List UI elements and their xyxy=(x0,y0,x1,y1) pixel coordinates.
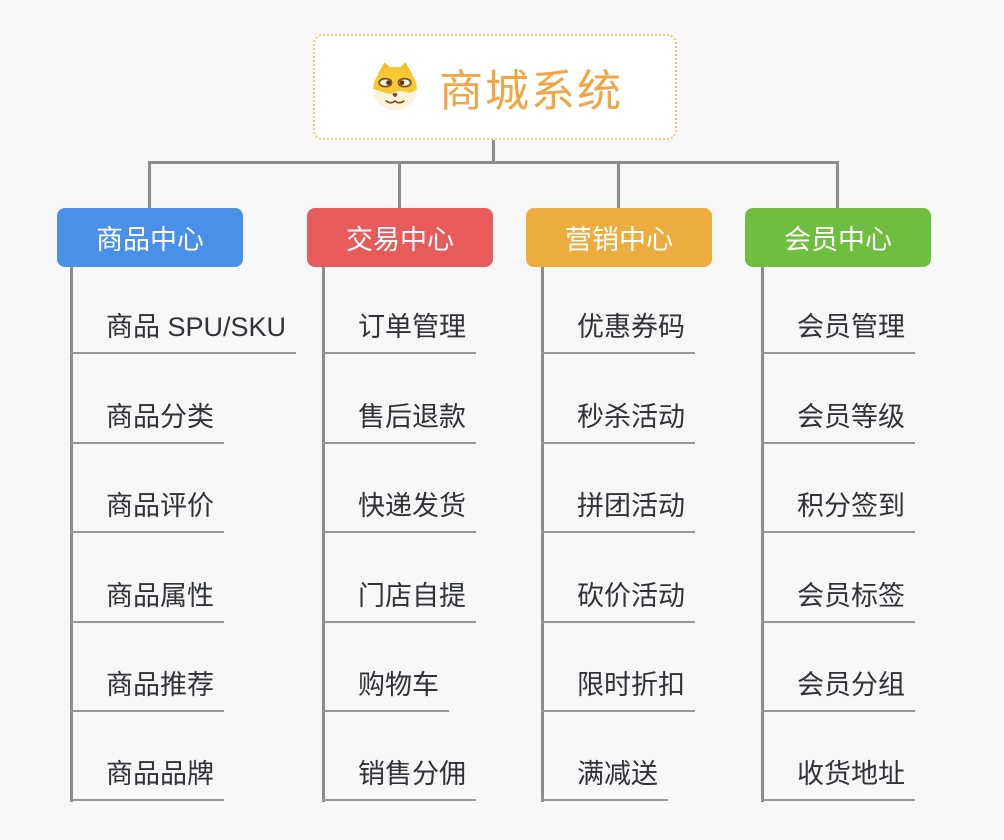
subtopic[interactable]: 商品 SPU/SKU xyxy=(70,305,297,354)
subtopic[interactable]: 满减送 xyxy=(541,752,668,801)
branch-label: 交易中心 xyxy=(346,225,454,255)
root-topic[interactable]: 商城系统 xyxy=(313,34,677,140)
connector-stub-branch-3 xyxy=(617,161,620,209)
doge-icon xyxy=(373,62,417,111)
branch-label: 会员中心 xyxy=(784,225,892,255)
subtopic[interactable]: 销售分佣 xyxy=(322,752,476,801)
connector-trunk-branch-4 xyxy=(761,267,764,802)
connector-trunk-branch-2 xyxy=(322,267,325,802)
subtopic[interactable]: 快递发货 xyxy=(322,484,476,533)
branch-trade-center[interactable]: 交易中心 xyxy=(307,208,493,267)
connector-trunk-branch-1 xyxy=(70,267,73,802)
subtopic[interactable]: 商品品牌 xyxy=(70,752,224,801)
subtopic[interactable]: 售后退款 xyxy=(322,395,476,444)
root-topic-title: 商城系统 xyxy=(439,67,623,116)
branch-label: 营销中心 xyxy=(565,225,673,255)
branch-marketing-center[interactable]: 营销中心 xyxy=(526,208,712,267)
branch-member-center[interactable]: 会员中心 xyxy=(745,208,931,267)
branch-label: 商品中心 xyxy=(96,225,204,255)
subtopic[interactable]: 订单管理 xyxy=(322,305,476,354)
subtopic[interactable]: 优惠券码 xyxy=(541,305,695,354)
subtopic[interactable]: 商品属性 xyxy=(70,574,224,623)
connector-bus xyxy=(148,161,839,164)
subtopic[interactable]: 积分签到 xyxy=(761,484,915,533)
subtopic[interactable]: 商品分类 xyxy=(70,395,224,444)
subtopic[interactable]: 会员分组 xyxy=(761,663,915,712)
subtopic[interactable]: 会员等级 xyxy=(761,395,915,444)
subtopic[interactable]: 限时折扣 xyxy=(541,663,695,712)
branch-product-center[interactable]: 商品中心 xyxy=(57,208,243,267)
subtopic[interactable]: 会员标签 xyxy=(761,574,915,623)
subtopic[interactable]: 收货地址 xyxy=(761,752,915,801)
subtopic[interactable]: 门店自提 xyxy=(322,574,476,623)
connector-stub-branch-4 xyxy=(836,161,839,209)
subtopic[interactable]: 商品评价 xyxy=(70,484,224,533)
subtopic[interactable]: 购物车 xyxy=(322,663,449,712)
subtopic[interactable]: 砍价活动 xyxy=(541,574,695,623)
connector-trunk-branch-3 xyxy=(541,267,544,802)
subtopic[interactable]: 秒杀活动 xyxy=(541,395,695,444)
subtopic[interactable]: 会员管理 xyxy=(761,305,915,354)
connector-root-stub xyxy=(492,139,495,164)
connector-stub-branch-2 xyxy=(398,161,401,209)
subtopic[interactable]: 拼团活动 xyxy=(541,484,695,533)
connector-stub-branch-1 xyxy=(148,161,151,209)
subtopic[interactable]: 商品推荐 xyxy=(70,663,224,712)
